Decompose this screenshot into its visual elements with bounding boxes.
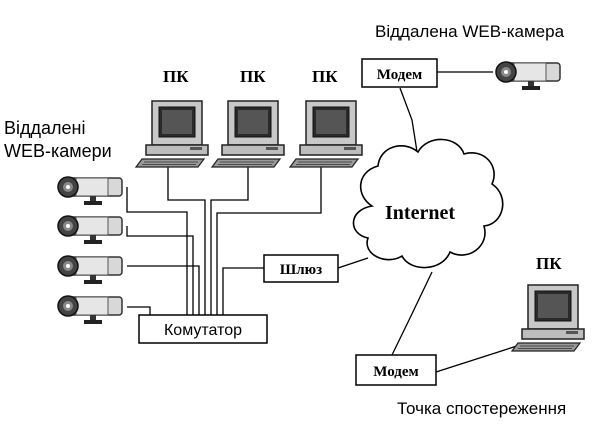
remote-cameras-label-line1: Віддалені [4,118,85,138]
modem-bottom: Модем [355,354,437,386]
pc-icon-3 [289,100,363,168]
pc-label-observer: ПК [536,254,562,273]
gateway-label: Шлюз [280,262,322,278]
pc-icon-2 [211,100,285,168]
pc-label-1: ПК [163,67,189,86]
switch: Комутатор [138,314,268,344]
modem-top-label: Модем [377,67,423,83]
remote-cameras-label-line2: WEB-камери [4,141,112,161]
modem-bottom-label: Модем [373,364,419,380]
pc-icon-observer [511,284,585,352]
observation-point-label: Точка спостереження [397,399,566,418]
pc-icon-1 [135,100,209,168]
pc-label-3: ПК [312,67,338,86]
internet-label: Internet [385,202,455,224]
camera-icon-2 [57,215,123,245]
switch-label: Комутатор [164,322,242,339]
camera-icon-4 [57,295,123,325]
camera-icon-remote [495,61,561,91]
pc-label-2: ПК [240,67,266,86]
connection-lines [126,71,521,373]
camera-icon-3 [57,255,123,285]
gateway: Шлюз [263,254,339,283]
internet-cloud: Internet [352,138,504,269]
camera-icon-1 [57,176,123,206]
remote-camera-label: Віддалена WEB-камера [375,22,565,41]
modem-top: Модем [361,58,438,88]
